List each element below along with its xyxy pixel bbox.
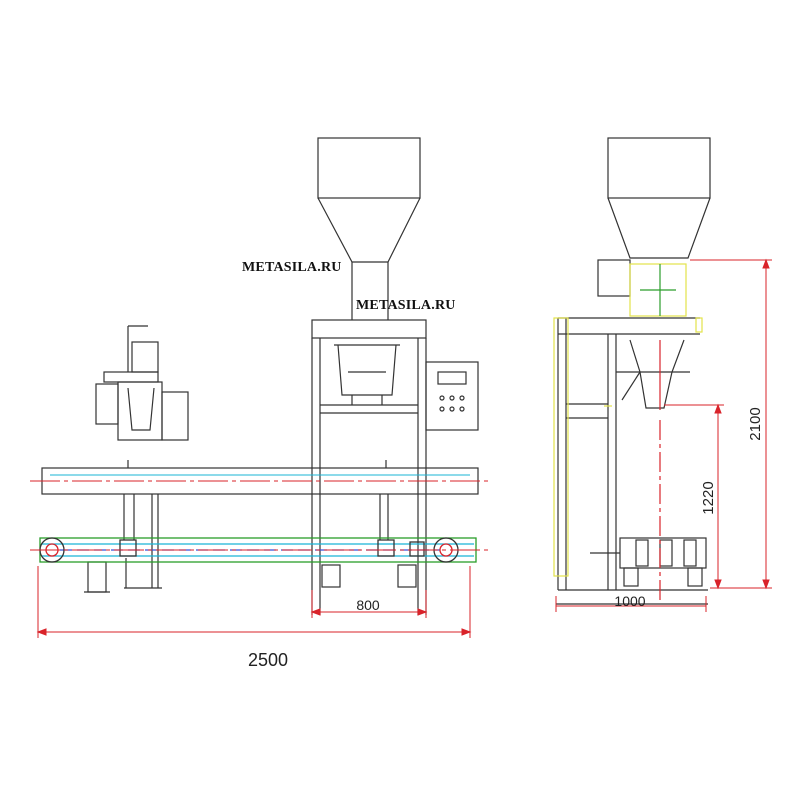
watermark-1: METASILA.RU [242,260,342,275]
upper-beam [41,460,479,495]
front-dimensions [36,566,472,638]
control-panel [425,361,479,431]
dim-2500-label: 2500 [248,650,288,670]
side-dimensions [555,258,772,612]
support-posts [84,494,389,593]
dim-1220-label: 1220 [700,481,717,514]
side-conveyor [590,537,707,587]
dim-800-label: 800 [356,597,380,613]
dim-2100-label: 2100 [747,407,764,440]
front-main-frame [311,319,427,615]
dim-1000-label: 1000 [614,593,645,609]
front-center-lines [30,474,490,551]
watermark-2: METASILA.RU [356,298,456,313]
side-overlays [553,263,703,600]
front-hopper [317,137,421,320]
side-frame [556,317,708,605]
side-hopper [597,137,711,297]
sewing-head [95,325,189,441]
